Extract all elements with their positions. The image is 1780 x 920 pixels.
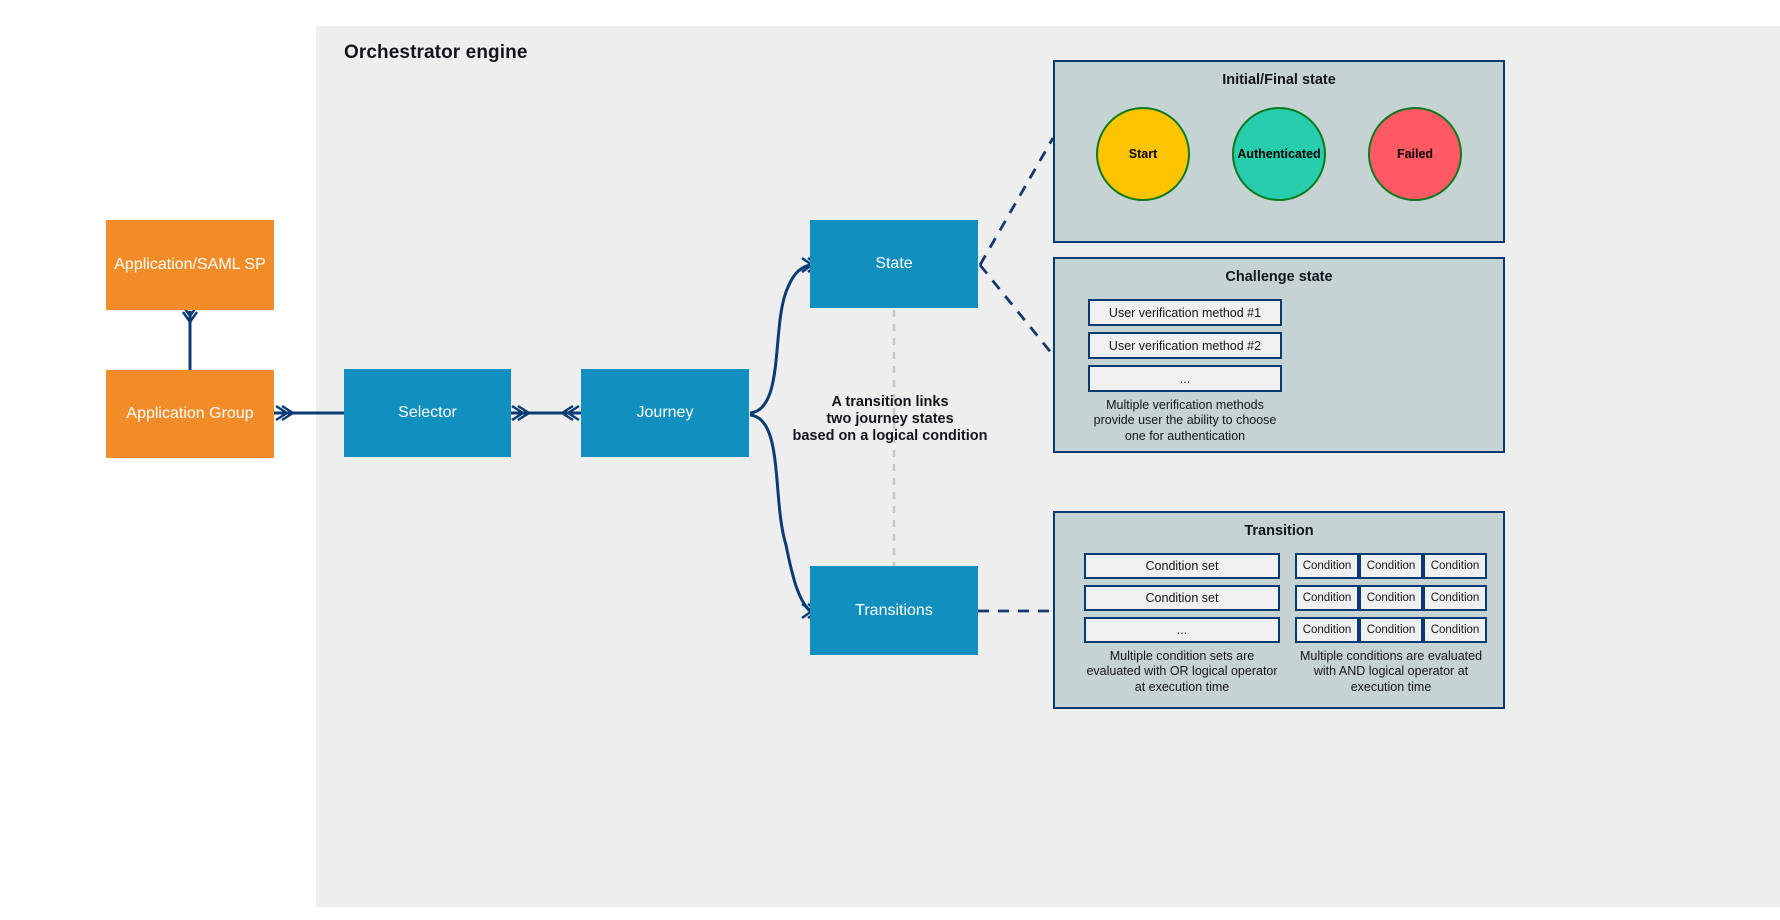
node-application-saml-sp[interactable]: Application/SAML SP: [106, 220, 274, 310]
condition-cell-label: Condition: [1430, 592, 1480, 604]
panel-challenge-state: Challenge state User verification method…: [1053, 257, 1505, 453]
transition-annotation-line-3: based on a logical condition: [792, 428, 988, 445]
transition-annotation: A transition links two journey states ba…: [790, 394, 990, 445]
node-journey[interactable]: Journey: [581, 369, 749, 457]
condition-cell[interactable]: Condition: [1359, 585, 1423, 611]
panel-transition-title: Transition: [1244, 523, 1314, 539]
condition-cell-label: Condition: [1430, 624, 1480, 636]
condition-grid-caption: Multiple conditions are evaluated with A…: [1299, 649, 1483, 694]
condition-cell[interactable]: Condition: [1423, 617, 1487, 643]
panel-initial-final-state: Initial/Final state Start Authenticated …: [1053, 60, 1505, 243]
node-selector[interactable]: Selector: [344, 369, 511, 457]
condition-cell[interactable]: Condition: [1423, 585, 1487, 611]
condition-grid-row: Condition Condition Condition: [1295, 617, 1487, 643]
state-circle-start-label: Start: [1128, 147, 1158, 161]
condition-cell-label: Condition: [1302, 624, 1352, 636]
connector-appsaml-to-appgroup: [182, 305, 198, 370]
condition-cell[interactable]: Condition: [1295, 585, 1359, 611]
condition-set-caption: Multiple condition sets are evaluated wi…: [1086, 649, 1278, 694]
condition-cell[interactable]: Condition: [1359, 617, 1423, 643]
initial-final-circle-row: Start Authenticated Failed: [1055, 107, 1503, 201]
condition-cell[interactable]: Condition: [1423, 553, 1487, 579]
node-state-label: State: [875, 255, 913, 273]
transition-annotation-line-2: two journey states: [826, 411, 954, 428]
verification-method-item-label: User verification method #2: [1108, 338, 1262, 353]
node-transitions[interactable]: Transitions: [810, 566, 978, 655]
node-application-group-label: Application Group: [126, 405, 254, 423]
condition-grid-row: Condition Condition Condition: [1295, 585, 1487, 611]
state-circle-failed[interactable]: Failed: [1368, 107, 1462, 201]
condition-set-item-label: Condition set: [1145, 591, 1219, 605]
panel-initial-final-state-title: Initial/Final state: [1222, 72, 1336, 88]
node-application-saml-sp-label: Application/SAML SP: [114, 256, 266, 274]
challenge-state-caption: Multiple verification methods provide us…: [1093, 398, 1277, 443]
condition-cell-label: Condition: [1366, 624, 1416, 636]
verification-method-item-label: ...: [1179, 371, 1191, 386]
panel-transition: Transition Condition set Condition set .…: [1053, 511, 1505, 709]
condition-set-item-label: ...: [1176, 623, 1188, 637]
condition-set-item[interactable]: Condition set: [1084, 585, 1280, 611]
panel-challenge-state-title: Challenge state: [1225, 269, 1333, 285]
condition-set-item[interactable]: Condition set: [1084, 553, 1280, 579]
verification-method-list: User verification method #1 User verific…: [1088, 299, 1282, 444]
condition-cell-label: Condition: [1302, 592, 1352, 604]
node-transitions-label: Transitions: [855, 601, 933, 619]
condition-cell-label: Condition: [1366, 592, 1416, 604]
condition-cell[interactable]: Condition: [1295, 617, 1359, 643]
verification-method-item[interactable]: ...: [1088, 365, 1282, 392]
condition-cell[interactable]: Condition: [1295, 553, 1359, 579]
condition-set-item-label: Condition set: [1145, 559, 1219, 573]
condition-cell-label: Condition: [1366, 560, 1416, 572]
condition-grid-row: Condition Condition Condition: [1295, 553, 1487, 579]
orchestrator-engine-container: Orchestrator engine: [316, 26, 1780, 907]
node-selector-label: Selector: [398, 404, 457, 422]
verification-method-item[interactable]: User verification method #1: [1088, 299, 1282, 326]
condition-cell-label: Condition: [1302, 560, 1352, 572]
condition-cell-label: Condition: [1430, 560, 1480, 572]
node-application-group[interactable]: Application Group: [106, 370, 274, 458]
verification-method-item[interactable]: User verification method #2: [1088, 332, 1282, 359]
condition-set-item[interactable]: ...: [1084, 617, 1280, 643]
verification-method-item-label: User verification method #1: [1108, 305, 1262, 320]
condition-set-list: Condition set Condition set ... Multiple…: [1084, 553, 1280, 695]
condition-cell[interactable]: Condition: [1359, 553, 1423, 579]
transition-annotation-line-1: A transition links: [831, 394, 949, 410]
condition-grid: Condition Condition Condition Condition …: [1295, 553, 1487, 695]
state-circle-authenticated-label: Authenticated: [1237, 147, 1321, 161]
state-circle-authenticated[interactable]: Authenticated: [1232, 107, 1326, 201]
node-state[interactable]: State: [810, 220, 978, 308]
orchestrator-engine-title: Orchestrator engine: [344, 42, 528, 63]
state-circle-start[interactable]: Start: [1096, 107, 1190, 201]
state-circle-failed-label: Failed: [1396, 147, 1434, 161]
node-journey-label: Journey: [636, 404, 694, 422]
